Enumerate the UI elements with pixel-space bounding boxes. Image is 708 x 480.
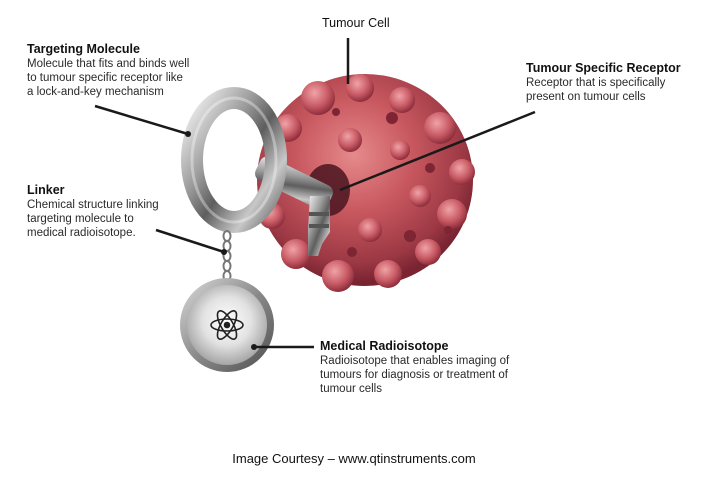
leader-linker bbox=[155, 228, 225, 254]
label-radioisotope: Medical Radioisotope Radioisotope that e… bbox=[320, 339, 560, 396]
leader-targeting-molecule bbox=[94, 104, 189, 136]
image-caption: Image Courtesy – www.qtinstruments.com bbox=[232, 451, 476, 466]
targeting-molecule-key bbox=[181, 87, 333, 256]
linker-desc: Chemical structure linking targeting mol… bbox=[27, 199, 159, 239]
linker-chain bbox=[222, 230, 232, 282]
radioisotope-title: Medical Radioisotope bbox=[320, 339, 449, 353]
atom-icon bbox=[210, 310, 244, 340]
radioisotope-desc: Radioisotope that enables imaging of tum… bbox=[320, 355, 510, 395]
targeting-molecule-title: Targeting Molecule bbox=[27, 42, 140, 56]
label-targeting-molecule: Targeting Molecule Molecule that fits an… bbox=[27, 42, 227, 99]
linker-title: Linker bbox=[27, 183, 65, 197]
leader-lines bbox=[94, 38, 536, 349]
receptor-title: Tumour Specific Receptor bbox=[526, 61, 681, 75]
leader-receptor bbox=[339, 110, 536, 192]
label-receptor: Tumour Specific Receptor Receptor that i… bbox=[526, 61, 706, 104]
receptor-desc: Receptor that is specifically present on… bbox=[526, 77, 666, 103]
targeting-molecule-desc: Molecule that fits and binds well to tum… bbox=[27, 58, 190, 98]
label-tumour-cell: Tumour Cell bbox=[322, 16, 390, 31]
radioisotope-disc bbox=[180, 278, 274, 372]
tumour-cell-title: Tumour Cell bbox=[322, 16, 390, 30]
label-linker: Linker Chemical structure linking target… bbox=[27, 183, 197, 240]
